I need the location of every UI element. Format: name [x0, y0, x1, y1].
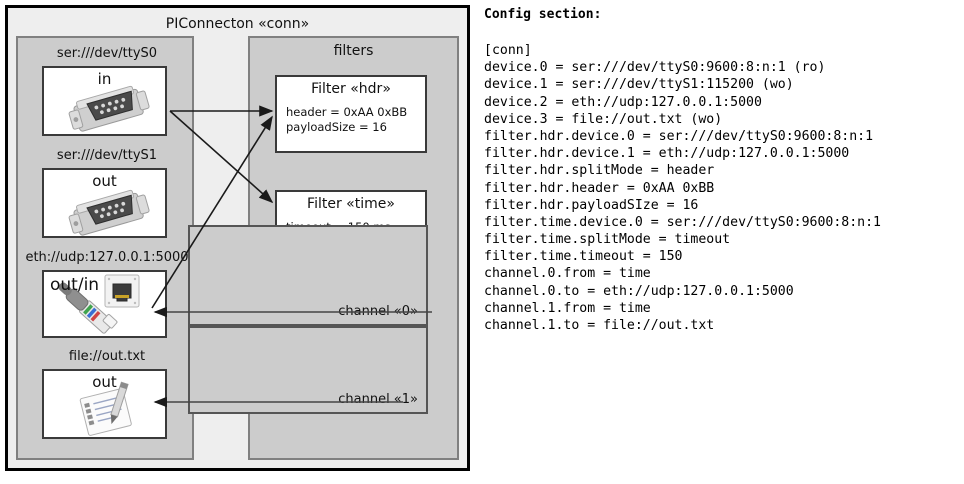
device-direction-ttys0: in	[97, 70, 112, 88]
config-line: device.0 = ser:///dev/ttyS0:9600:8:n:1 (…	[484, 60, 826, 76]
filter-title-hdr: Filter «hdr»	[311, 81, 391, 97]
serial-port-icon	[44, 68, 165, 134]
device-direction-ttys1: out	[92, 172, 117, 190]
config-line: filter.time.device.0 = ser:///dev/ttyS0:…	[484, 214, 881, 230]
channel-box-0: channel «0»	[188, 225, 428, 326]
config-line: filter.hdr.splitMode = header	[484, 163, 715, 179]
serial-port-icon	[44, 170, 165, 236]
ethernet-jack-icon	[44, 272, 165, 336]
config-line: [conn]	[484, 43, 532, 58]
config-line: filter.hdr.device.0 = ser:///dev/ttyS0:9…	[484, 128, 874, 144]
devices-group: ser:///dev/ttyS0 in	[16, 36, 194, 460]
filters-group: filters Filter «hdr» header = 0xAA 0xBB …	[188, 36, 459, 460]
device-label-ttys1: ser:///dev/ttyS1	[56, 148, 158, 163]
config-line: channel.0.to = eth://udp:127.0.0.1:5000	[484, 283, 794, 299]
device-card-ttys1[interactable]: out	[42, 168, 167, 238]
filter-title-time: Filter «time»	[307, 196, 395, 212]
channel-box-1: channel «1»	[188, 326, 428, 414]
config-line: filter.time.timeout = 150	[484, 249, 683, 265]
config-line: channel.1.from = time	[484, 300, 651, 316]
channel-label-0: channel «0»	[338, 304, 418, 319]
config-line: filter.hdr.payloadSIze = 16	[484, 197, 699, 213]
device-card-eth[interactable]: out/in	[42, 270, 167, 338]
config-line: filter.time.splitMode = timeout	[484, 232, 731, 248]
channel-label-1: channel «1»	[338, 392, 418, 407]
config-line: channel.1.to = file://out.txt	[484, 318, 715, 333]
config-line: device.3 = file://out.txt (wo)	[484, 111, 723, 127]
device-label-eth: eth://udp:127.0.0.1:5000	[25, 250, 189, 265]
filter-props-hdr: header = 0xAA 0xBB payloadSize = 16	[286, 105, 407, 135]
device-card-ttys0[interactable]: in	[42, 66, 167, 136]
device-direction-eth: out/in	[50, 275, 100, 295]
config-line: device.2 = eth://udp:127.0.0.1:5000	[484, 94, 762, 110]
device-card-file[interactable]: out	[42, 369, 167, 439]
config-heading: Config section:	[484, 7, 602, 22]
architecture-diagram: PIConnecton «conn» ser:///dev/ttyS0 in	[0, 0, 478, 484]
device-label-ttys0: ser:///dev/ttyS0	[56, 46, 158, 61]
config-panel: Config section: [conn] device.0 = ser:///…	[478, 0, 964, 484]
filter-box-hdr[interactable]: Filter «hdr» header = 0xAA 0xBB payloadS…	[275, 75, 427, 153]
device-direction-file: out	[92, 373, 117, 391]
outer-box-title: PIConnecton «conn»	[165, 16, 310, 32]
filter-prop: header = 0xAA 0xBB	[286, 105, 408, 119]
device-label-file: file://out.txt	[68, 349, 146, 364]
config-line: channel.0.from = time	[484, 266, 651, 282]
filters-group-title: filters	[333, 43, 374, 59]
config-line: filter.hdr.header = 0xAA 0xBB	[484, 180, 715, 196]
config-line: filter.hdr.device.1 = eth://udp:127.0.0.…	[484, 146, 850, 162]
filter-prop: payloadSize = 16	[286, 120, 387, 134]
config-line: device.1 = ser:///dev/ttyS1:115200 (wo)	[484, 77, 794, 93]
text-file-icon	[44, 371, 165, 437]
config-text: [conn] device.0 = ser:///dev/ttyS0:9600:8…	[484, 42, 881, 334]
